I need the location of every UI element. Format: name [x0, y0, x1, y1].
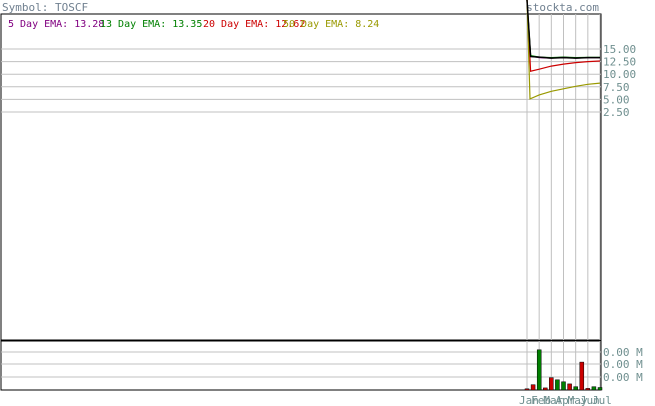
x-tick-label: Mar — [543, 394, 563, 406]
volume-bar — [536, 349, 542, 391]
x-tick-label: May — [568, 394, 588, 406]
price-y-tick-label: 2.50 — [603, 106, 630, 119]
volume-bar — [530, 384, 536, 391]
price-y-tick-label: 10.00 — [603, 68, 636, 81]
chart-title: Symbol: TOSCF — [2, 1, 88, 14]
volume-bar — [579, 361, 585, 391]
volume-bar — [585, 388, 591, 391]
volume-bar — [543, 387, 548, 391]
volume-bar — [597, 387, 603, 391]
price-grid — [1, 14, 601, 340]
volume-panel-frame — [0, 340, 602, 391]
price-panel-frame — [0, 13, 602, 341]
volume-bar — [573, 386, 578, 391]
x-tick-label: Jun — [580, 394, 600, 406]
volume-bar — [561, 381, 566, 391]
volume-y-tick-label: 0.00 M — [603, 358, 643, 371]
x-tick-label: Jul — [592, 394, 612, 406]
legend-ema-20: 20 Day EMA: 12.62 — [203, 19, 305, 30]
volume-y-ticks: 0.00 M0.00 M0.00 M — [603, 346, 643, 384]
x-tick-label: Feb — [531, 394, 551, 406]
volume-bars — [524, 349, 603, 391]
price-y-tick-label: 12.50 — [603, 56, 636, 69]
series-line — [526, 0, 601, 100]
legend-ema-13: 13 Day EMA: 13.35 — [100, 19, 202, 30]
volume-bar — [567, 383, 572, 391]
price-series — [526, 0, 601, 100]
volume-bar — [549, 377, 554, 391]
volume-y-tick-label: 0.00 M — [603, 346, 643, 359]
volume-grid — [1, 341, 601, 390]
watermark: stockta.com — [526, 1, 599, 14]
price-y-tick-label: 15.00 — [603, 43, 636, 56]
x-tick-label: Jan — [519, 394, 539, 406]
legend-ema-50: 50 Day EMA: 8.24 — [283, 19, 379, 30]
price-y-tick-label: 5.00 — [603, 93, 630, 106]
volume-bar — [524, 388, 530, 391]
ema-legend: 5 Day EMA: 13.28 13 Day EMA: 13.35 20 Da… — [8, 19, 379, 30]
series-line — [526, 0, 601, 72]
volume-bar — [591, 386, 597, 391]
x-tick-label: Apr — [556, 394, 576, 406]
series-line — [526, 0, 600, 59]
volume-bar — [555, 379, 560, 391]
volume-y-tick-label: 0.00 M — [603, 371, 643, 384]
price-y-tick-label: 7.50 — [603, 81, 630, 94]
legend-ema-5: 5 Day EMA: 13.28 — [8, 19, 104, 30]
